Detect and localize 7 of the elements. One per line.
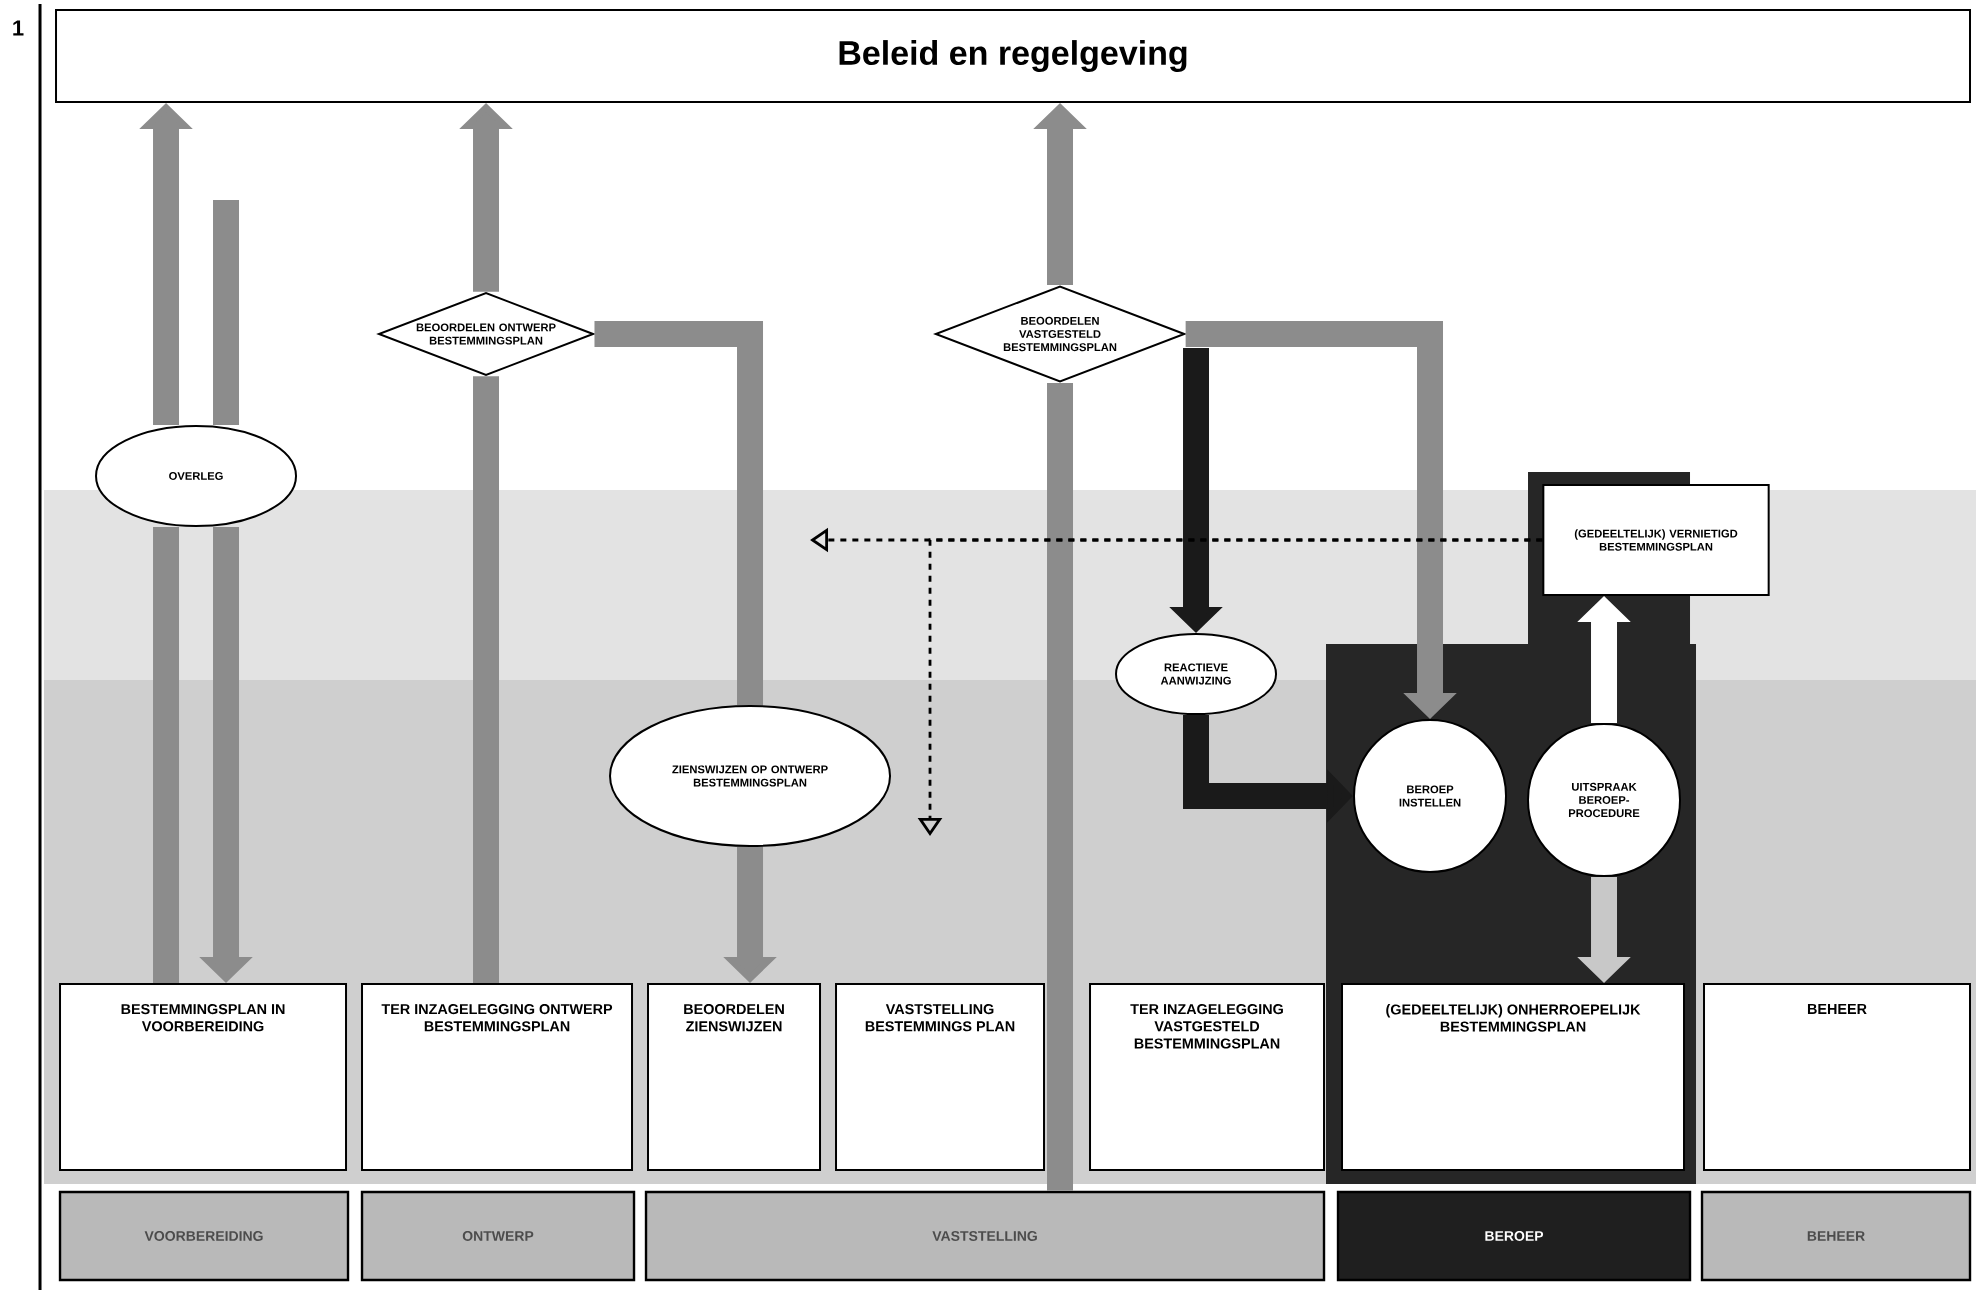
connector-band	[213, 200, 239, 425]
connector-band	[153, 527, 179, 983]
connector-band	[473, 376, 499, 983]
connector-band	[1047, 382, 1073, 1191]
connector-band	[594, 321, 763, 705]
figure-number: 1	[13, 20, 24, 36]
title-banner: Beleid en regelgeving	[55, 9, 1971, 103]
